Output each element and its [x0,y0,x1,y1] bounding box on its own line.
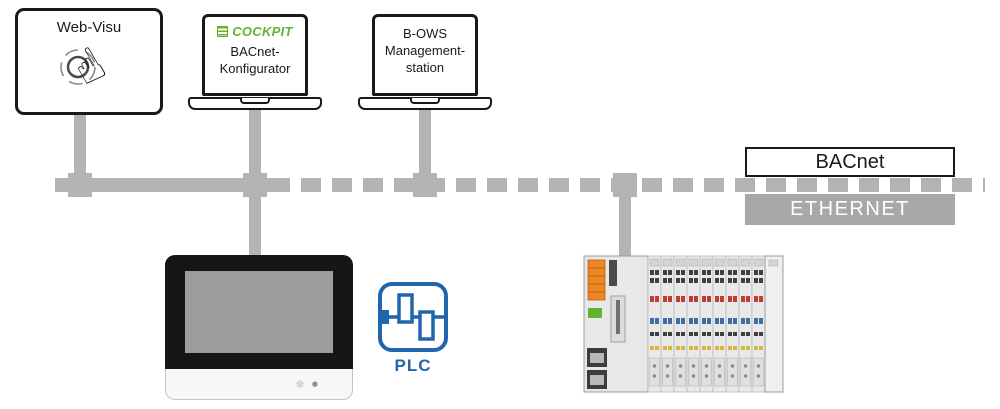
touch-ripple-icon [60,49,96,85]
cockpit-laptop-screen: COCKPIT BACnet- Konfigurator [202,14,308,96]
plc-label: PLC [394,356,432,375]
cockpit-laptop: COCKPIT BACnet- Konfigurator [188,14,322,110]
connector-hmi-panel [249,192,261,258]
cockpit-logo-text: COCKPIT [232,23,293,39]
plc-symbol-icon [382,293,444,341]
bows-laptop-base [358,97,492,110]
cpu-led-block [609,260,617,286]
cockpit-laptop-caption-line1: BACnet- [230,44,280,59]
hmi-bezel [165,255,353,369]
bows-caption-line2: Management- [384,43,466,58]
web-visu-tablet: Web-Visu ☝ [15,8,163,115]
fieldbus-connector [587,259,606,301]
ethernet-label-box: ETHERNET [745,194,955,225]
connector-tablet [74,112,86,178]
hmi-screen [185,271,333,353]
bows-caption-line1: B-OWS [402,26,448,41]
plc-symbol-box [378,282,448,352]
bows-laptop: B-OWS Management- station [358,14,492,110]
connector-io-controller [619,192,631,256]
io-controller [583,255,784,393]
bows-laptop-notch [410,98,440,104]
cockpit-logo-icon [217,25,229,37]
status-led-icon: ● [311,379,318,388]
web-visu-label: Web-Visu [56,19,122,36]
bus-line-solid-segment [55,178,270,192]
hmi-touch-panel: ☼ ● [165,255,353,400]
cockpit-logo-row: COCKPIT [205,23,305,39]
bows-caption-line3: station [405,60,445,75]
wago-logo [588,308,602,318]
ethernet-label: ETHERNET [790,198,910,220]
end-plate [764,255,784,393]
bacnet-label: BACnet [815,150,885,173]
cockpit-laptop-notch [240,98,270,104]
connector-bows-laptop [419,105,431,178]
bacnet-label-box: BACnet [745,147,955,177]
bows-laptop-screen: B-OWS Management- station [372,14,478,96]
hmi-bottom-strip: ☼ ● [165,369,353,400]
cockpit-laptop-caption-line2: Konfigurator [219,61,291,76]
cockpit-laptop-base [188,97,322,110]
connector-cockpit-laptop [249,105,261,178]
brightness-icon: ☼ [295,377,305,391]
